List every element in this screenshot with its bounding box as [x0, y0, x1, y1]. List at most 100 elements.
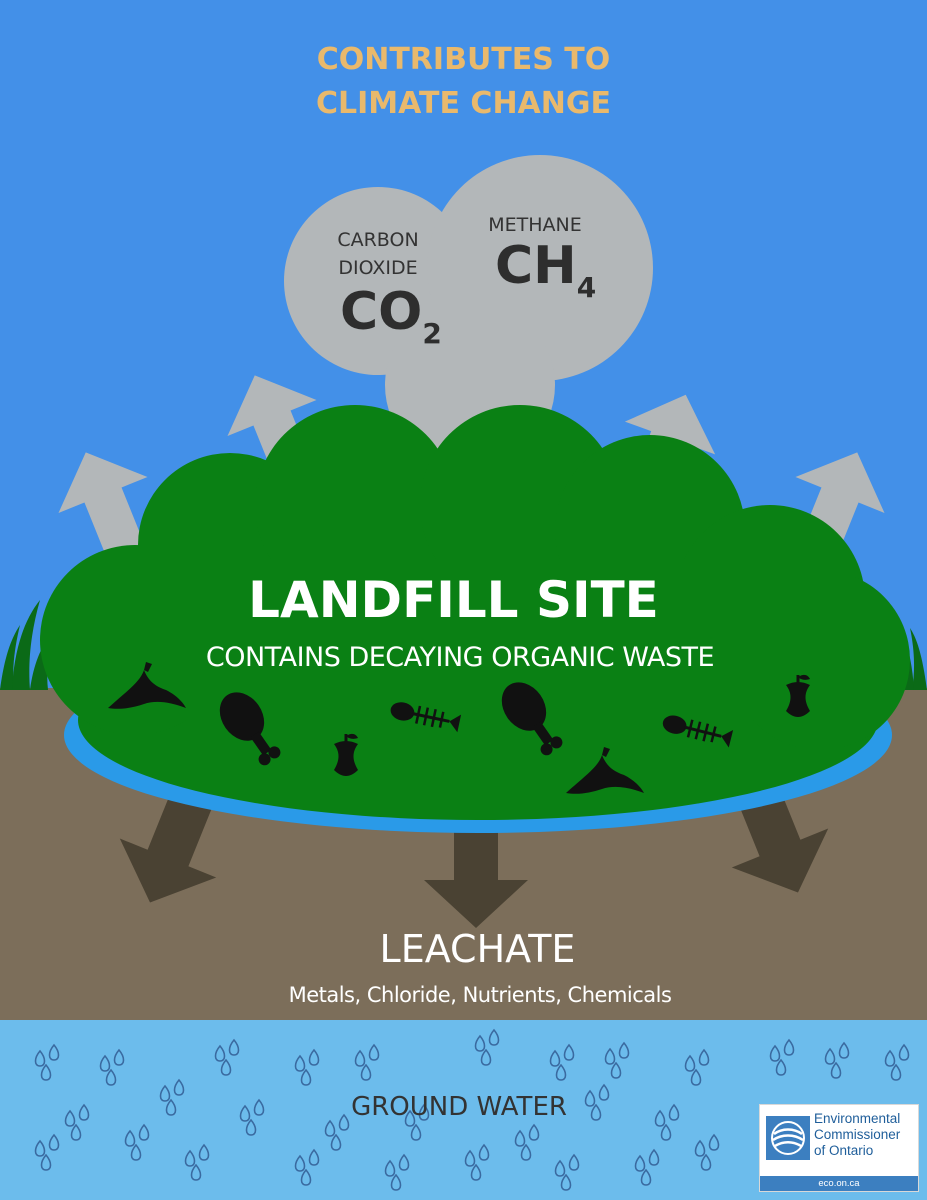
water-drop-icon — [398, 1153, 410, 1171]
water-drop-icon — [549, 1049, 561, 1067]
water-drop-icon — [214, 1044, 226, 1062]
water-drop-icon — [354, 1049, 366, 1067]
water-drop-icon — [384, 1159, 396, 1177]
water-drop-icon — [560, 1173, 572, 1191]
water-drop-icon — [528, 1123, 540, 1141]
water-drop-icon — [70, 1123, 82, 1141]
water-drop-icon — [824, 1047, 836, 1065]
eco-logo-url: eco.on.ca — [760, 1176, 918, 1191]
water-drop-icon — [684, 1054, 696, 1072]
water-drop-icon — [830, 1061, 842, 1079]
water-drop-icon — [239, 1104, 251, 1122]
apple-core-icon — [786, 674, 810, 717]
water-drop-icon — [308, 1048, 320, 1066]
co2-formula: CO2 — [340, 282, 442, 364]
water-drop-icon — [480, 1048, 492, 1066]
landfill-title: LANDFILL SITE — [248, 571, 659, 629]
water-drop-icon — [418, 1103, 430, 1121]
banana-peel-icon — [566, 747, 644, 794]
water-drop-icon — [34, 1049, 46, 1067]
drumstick-icon — [501, 682, 563, 756]
headline-line-2: CLIMATE CHANGE — [315, 86, 611, 121]
banana-peel-icon — [108, 662, 186, 709]
water-drop-icon — [610, 1061, 622, 1079]
water-drop-icon — [228, 1038, 240, 1056]
water-drop-icon — [40, 1063, 52, 1081]
water-drop-icon — [668, 1103, 680, 1121]
water-drop-icon — [159, 1084, 171, 1102]
co2-label: CARBON DIOXIDE — [318, 226, 438, 282]
water-drop-icon — [783, 1038, 795, 1056]
water-drop-icon — [99, 1054, 111, 1072]
water-drop-icon — [604, 1047, 616, 1065]
water-drop-icon — [648, 1148, 660, 1166]
water-drop-icon — [300, 1168, 312, 1186]
water-drop-icon — [198, 1143, 210, 1161]
water-drop-icon — [640, 1168, 652, 1186]
apple-core-icon — [334, 733, 358, 776]
headline-line-1: CONTRIBUTES TO — [316, 42, 611, 77]
logo-line-2: Commissioner — [814, 1127, 901, 1142]
leachate-title: LEACHATE — [379, 927, 576, 971]
water-drop-icon — [220, 1058, 232, 1076]
water-drop-icon — [40, 1153, 52, 1171]
eco-logo-text: Environmental Commissioner of Ontario — [814, 1111, 918, 1159]
water-drop-icon — [555, 1063, 567, 1081]
water-drop-icon — [404, 1109, 416, 1127]
water-drop-icon — [584, 1089, 596, 1107]
water-drop-icon — [308, 1148, 320, 1166]
fish-bone-icon — [662, 715, 734, 748]
water-drop-icon — [890, 1063, 902, 1081]
water-drop-icon — [563, 1043, 575, 1061]
eco-logo: Environmental Commissioner of Ontario ec… — [759, 1104, 919, 1192]
water-drop-icon — [34, 1139, 46, 1157]
water-drop-icon — [338, 1113, 350, 1131]
water-drop-icon — [64, 1109, 76, 1127]
water-drop-icon — [253, 1098, 265, 1116]
water-drop-icon — [470, 1163, 482, 1181]
logo-line-1: Environmental — [814, 1111, 901, 1126]
eco-logo-icon — [766, 1116, 810, 1160]
water-drop-icon — [368, 1043, 380, 1061]
water-drop-icon — [590, 1103, 602, 1121]
water-drop-icon — [694, 1139, 706, 1157]
water-drop-icon — [554, 1159, 566, 1177]
ch4-formula-base: CH — [495, 236, 577, 296]
water-drop-icon — [464, 1149, 476, 1167]
water-drop-icon — [474, 1034, 486, 1052]
water-drop-icon — [138, 1123, 150, 1141]
water-drop-icon — [294, 1154, 306, 1172]
co2-label-line-1: CARBON — [337, 229, 419, 251]
ch4-label: METHANE — [488, 214, 582, 236]
water-drop-icon — [390, 1173, 402, 1191]
leachate-subtitle: Metals, Chloride, Nutrients, Chemicals — [288, 983, 672, 1007]
water-drop-icon — [769, 1044, 781, 1062]
water-drop-icon — [124, 1129, 136, 1147]
water-drop-icon — [78, 1103, 90, 1121]
water-drop-icon — [324, 1119, 336, 1137]
water-drop-icon — [520, 1143, 532, 1161]
water-drop-icons — [34, 1028, 910, 1191]
water-drop-icon — [488, 1028, 500, 1046]
water-drop-icon — [330, 1133, 342, 1151]
water-drop-icon — [184, 1149, 196, 1167]
water-drop-icon — [838, 1041, 850, 1059]
water-drop-icon — [48, 1133, 60, 1151]
water-drop-icon — [130, 1143, 142, 1161]
drumstick-icon — [219, 692, 281, 766]
water-drop-icon — [884, 1049, 896, 1067]
fish-bone-icon — [390, 702, 462, 733]
water-drop-icon — [775, 1058, 787, 1076]
water-drop-icon — [898, 1043, 910, 1061]
logo-line-3: of Ontario — [814, 1143, 874, 1158]
water-drop-icon — [245, 1118, 257, 1136]
water-drop-icon — [478, 1143, 490, 1161]
landfill-mound — [40, 405, 910, 820]
water-drop-icon — [113, 1048, 125, 1066]
water-drop-icon — [598, 1083, 610, 1101]
ch4-formula-subscript: 4 — [576, 271, 597, 304]
water-drop-icon — [294, 1054, 306, 1072]
water-drop-icon — [634, 1154, 646, 1172]
co2-formula-base: CO — [340, 282, 423, 342]
